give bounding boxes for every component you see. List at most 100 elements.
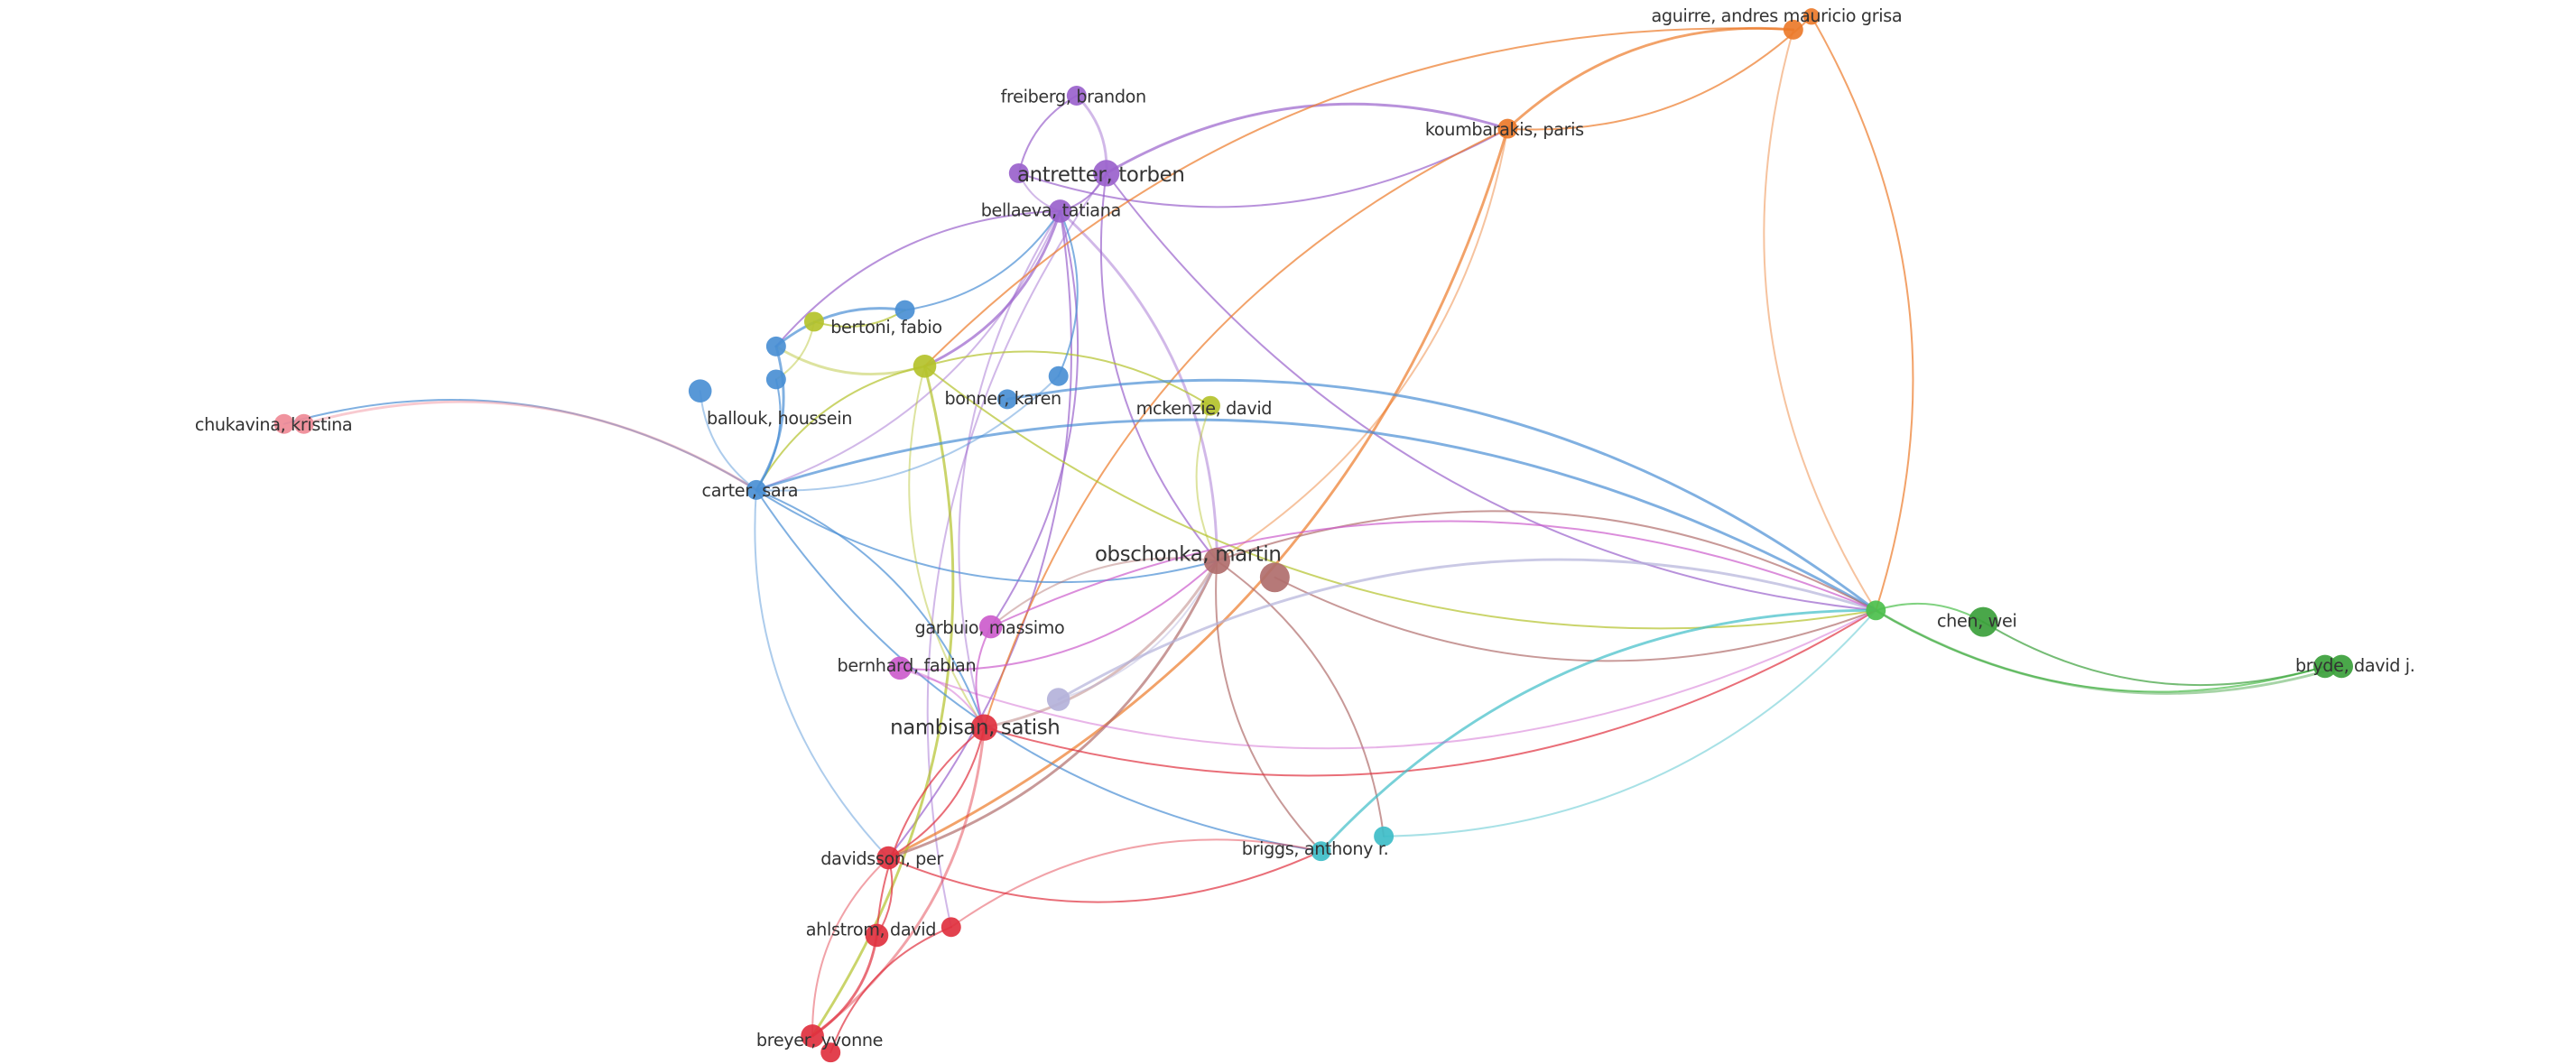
- node-label-breyer[interactable]: breyer, yvonne: [756, 1030, 884, 1050]
- node-label-ballouk[interactable]: ballouk, houssein: [707, 408, 852, 429]
- edge-ahlstrom_b-briggs: [950, 838, 1322, 929]
- node-ahlstrom[interactable]: [865, 923, 889, 948]
- edge-carter-chukavina: [283, 399, 757, 491]
- node-label-mckenzie[interactable]: mckenzie, david: [1136, 398, 1273, 419]
- edge-koumbarakis-aguirre_b: [1506, 15, 1812, 131]
- node-label-bertoni[interactable]: bertoni, fabio: [830, 317, 942, 338]
- edge-obschonka-briggs_b: [1216, 560, 1385, 837]
- edge-aguirre-bertoni: [923, 27, 1794, 367]
- edge-chukavina_b-carter: [302, 400, 758, 492]
- edge-carter-hub: [755, 418, 1877, 612]
- node-label-carter[interactable]: carter, sara: [702, 480, 799, 501]
- edge-bellaeva-davidsson: [887, 209, 1072, 859]
- edge-hub-bryde: [1875, 609, 2326, 693]
- node-label-ahlstrom[interactable]: ahlstrom, david: [806, 919, 937, 939]
- edge-briggs_b-hub: [1383, 609, 1877, 837]
- node-label-bernhard[interactable]: bernhard, fabian: [838, 655, 977, 676]
- edge-carter-davidsson: [754, 488, 890, 859]
- edge-lavender-obschonka: [1057, 560, 1219, 701]
- node-label-chen[interactable]: chen, wei: [1937, 611, 2017, 632]
- edge-chen-bryde: [1982, 621, 2326, 687]
- edge-nambisan-ahlstrom: [876, 726, 986, 937]
- node-bryde[interactable]: [2313, 654, 2337, 679]
- node-label-briggs[interactable]: briggs, anthony r.: [1242, 838, 1389, 859]
- node-label-aguirre[interactable]: aguirre, andres mauricio grisa: [1651, 5, 1902, 26]
- edge-bertoni-hub: [923, 365, 1877, 630]
- label-layer: freiberg, brandon antretter, torben bellae…: [195, 5, 2415, 1050]
- node-label-bryde[interactable]: bryde, david j.: [2295, 655, 2415, 676]
- node-label-antretter[interactable]: antretter, torben: [1017, 163, 1185, 187]
- edge-ballouk_b-carter: [699, 390, 757, 491]
- edge-bellaeva-bertoni: [923, 209, 1061, 368]
- node-bonner[interactable]: [1048, 365, 1069, 386]
- node-label-davidsson[interactable]: davidsson, per: [820, 848, 944, 869]
- node-chukavina[interactable]: [273, 413, 294, 434]
- edge-briggs-hub: [1320, 608, 1877, 853]
- node-aguirre[interactable]: [1783, 19, 1803, 40]
- node-label-nambisan[interactable]: nambisan, satish: [890, 716, 1061, 739]
- node-breyer[interactable]: [801, 1024, 824, 1048]
- node-bonner_b[interactable]: [997, 389, 1017, 410]
- edge-bertoni_b-blue_top: [812, 309, 906, 328]
- node-bertoni[interactable]: [913, 355, 937, 378]
- edge-bertoni-breyer: [811, 365, 955, 1038]
- edge-davidsson-breyer: [811, 856, 890, 1037]
- edge-bernhard-obschonka: [899, 560, 1219, 671]
- node-aguirre_b[interactable]: [1802, 8, 1821, 25]
- edge-obschonka_b-hub: [1274, 576, 1877, 662]
- edge-bellaeva-garbuio: [989, 209, 1080, 628]
- edge-ahlstrom-breyer: [811, 933, 878, 1038]
- edge-koumbarakis-obschonka: [1216, 127, 1509, 562]
- edge-antretter-koumbarakis: [1105, 102, 1509, 175]
- node-obschonka[interactable]: [1203, 547, 1230, 575]
- node-garbuio[interactable]: [978, 615, 1003, 639]
- edge-bonner-bellaeva: [1057, 209, 1079, 377]
- edge-antretter-hub: [1105, 171, 1877, 612]
- node-chen[interactable]: [1968, 606, 1998, 637]
- node-ballouk_c[interactable]: [765, 369, 786, 390]
- edge-bellaeva-carter: [755, 209, 1061, 491]
- node-lavender[interactable]: [1046, 688, 1070, 711]
- node-freiberg[interactable]: [1066, 86, 1087, 106]
- node-ahlstrom_b[interactable]: [941, 917, 961, 938]
- edge-bonner-carter: [755, 375, 1060, 492]
- edge-obschonka-davidsson: [886, 560, 1219, 859]
- node-chukavina_b[interactable]: [293, 413, 314, 434]
- node-label-obschonka[interactable]: obschonka, martin: [1095, 542, 1282, 566]
- node-mckenzie[interactable]: [1200, 395, 1220, 416]
- node-briggs[interactable]: [1311, 841, 1331, 862]
- node-carter[interactable]: [746, 479, 766, 500]
- node-bellaeva[interactable]: [1048, 199, 1072, 223]
- edge-nambisan-davidsson: [887, 726, 986, 859]
- node-ballouk_b[interactable]: [688, 379, 712, 403]
- node-bertoni_b[interactable]: [803, 311, 824, 332]
- edge-lavender-hub: [1057, 558, 1877, 701]
- node-antretter[interactable]: [1093, 160, 1120, 187]
- node-ballouk[interactable]: [765, 336, 786, 356]
- edge-obschonka-briggs: [1215, 560, 1322, 853]
- node-obschonka_b[interactable]: [1259, 562, 1290, 593]
- node-label-bellaeva[interactable]: bellaeva, tatiana: [981, 199, 1122, 220]
- edge-antretter-ahlstrom_b: [926, 171, 1107, 929]
- node-antretter_b[interactable]: [1008, 162, 1029, 183]
- node-label-bonner[interactable]: bonner, karen: [944, 388, 1061, 409]
- node-bryde_b[interactable]: [2330, 654, 2354, 679]
- edge-freiberg-antretter_b: [1017, 95, 1078, 174]
- node-breyer_b[interactable]: [820, 1042, 841, 1063]
- node-label-koumbarakis[interactable]: koumbarakis, paris: [1425, 119, 1585, 140]
- node-briggs_b[interactable]: [1374, 826, 1395, 847]
- node-koumbarakis[interactable]: [1497, 118, 1518, 139]
- node-label-chukavina[interactable]: chukavina, kristina: [195, 414, 353, 435]
- node-davidsson[interactable]: [876, 846, 901, 870]
- node-blue_top[interactable]: [894, 300, 915, 320]
- node-bernhard[interactable]: [888, 656, 912, 680]
- node-label-garbuio[interactable]: garbuio, massimo: [915, 617, 1065, 638]
- edge-carter-obschonka: [755, 488, 1219, 584]
- node-hub[interactable]: [1866, 600, 1886, 621]
- edge-bernhard-hub: [899, 609, 1877, 750]
- node-label-freiberg[interactable]: freiberg, brandon: [1001, 86, 1147, 106]
- node-nambisan[interactable]: [970, 714, 998, 741]
- edge-nambisan-hub: [983, 609, 1877, 777]
- edge-mckenzie-obschonka: [1195, 404, 1219, 562]
